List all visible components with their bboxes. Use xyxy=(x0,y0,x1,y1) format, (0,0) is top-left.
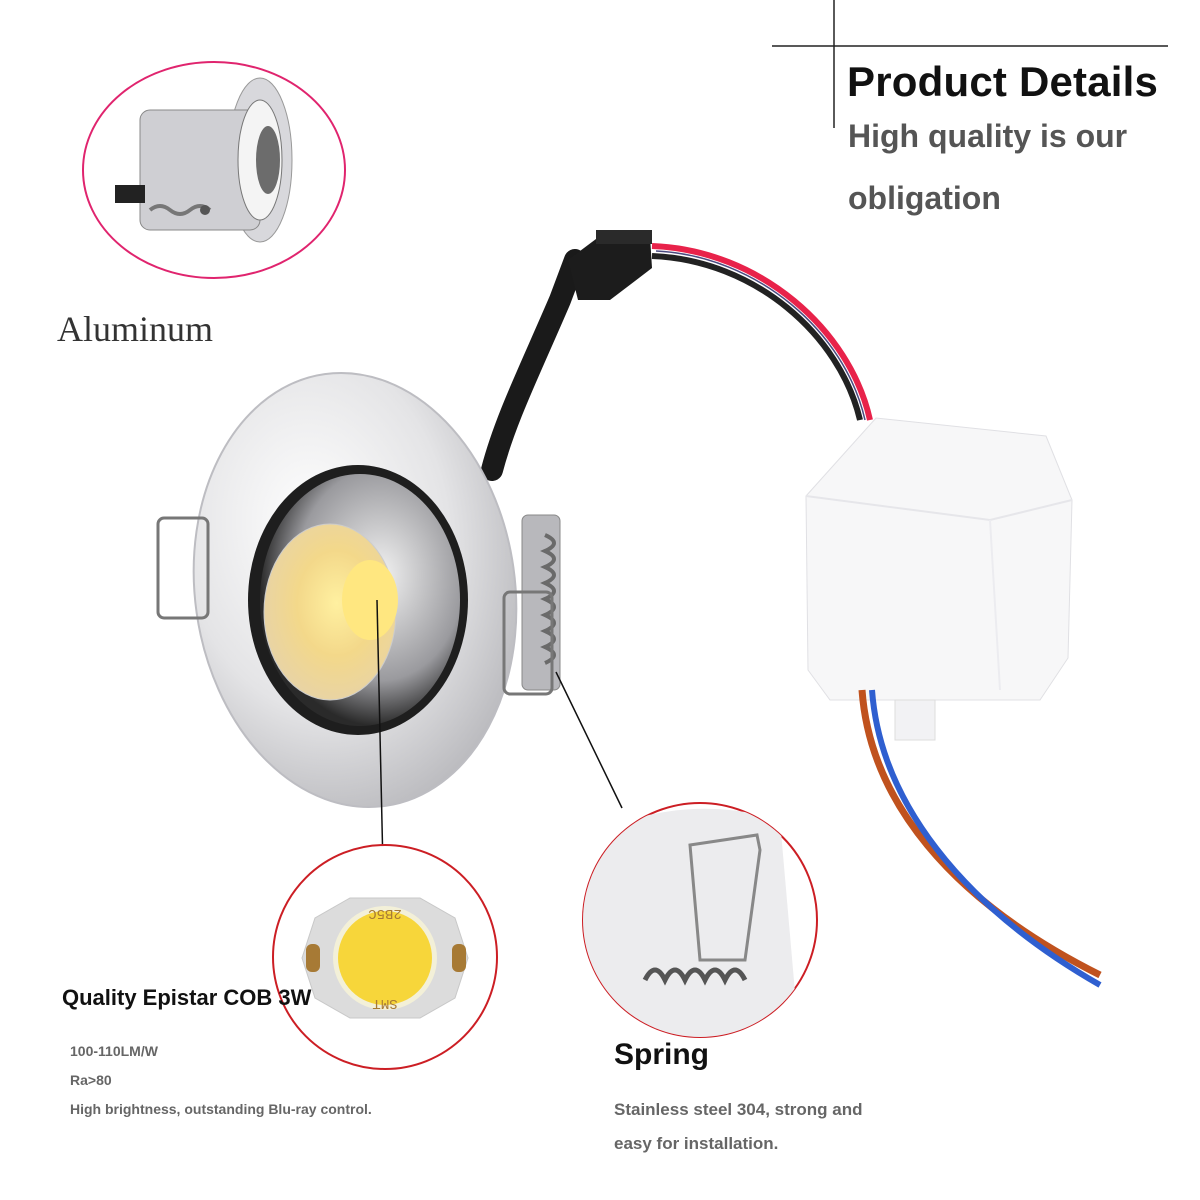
led-driver-box xyxy=(805,417,1073,741)
header-divider xyxy=(772,0,1168,128)
cob-spec-brightness: High brightness, outstanding Blu-ray con… xyxy=(70,1101,372,1117)
material-label: Aluminum xyxy=(57,309,214,349)
aluminum-detail-image xyxy=(82,61,346,279)
cob-spec-cri: Ra>80 xyxy=(70,1072,112,1088)
svg-text:2B5C: 2B5C xyxy=(368,905,402,921)
lamp-cable xyxy=(481,249,586,481)
page-subtitle-line-2: obligation xyxy=(848,180,1001,216)
spring-detail-image xyxy=(582,802,818,1038)
spring-desc-line-2: easy for installation. xyxy=(614,1134,779,1153)
downlight-lamp xyxy=(156,371,561,809)
connector xyxy=(568,230,652,300)
cob-chip-detail-image: 2B5C SMT xyxy=(272,844,498,1070)
svg-text:SMT: SMT xyxy=(372,995,397,1011)
spring-desc-line-1: Stainless steel 304, strong and xyxy=(614,1100,863,1119)
page-title: Product Details xyxy=(847,58,1159,105)
page-subtitle-line-1: High quality is our xyxy=(848,118,1128,154)
spring-title: Spring xyxy=(614,1038,709,1071)
cob-spec-efficiency: 100-110LM/W xyxy=(70,1043,158,1059)
cob-title: Quality Epistar COB 3W xyxy=(62,985,312,1010)
